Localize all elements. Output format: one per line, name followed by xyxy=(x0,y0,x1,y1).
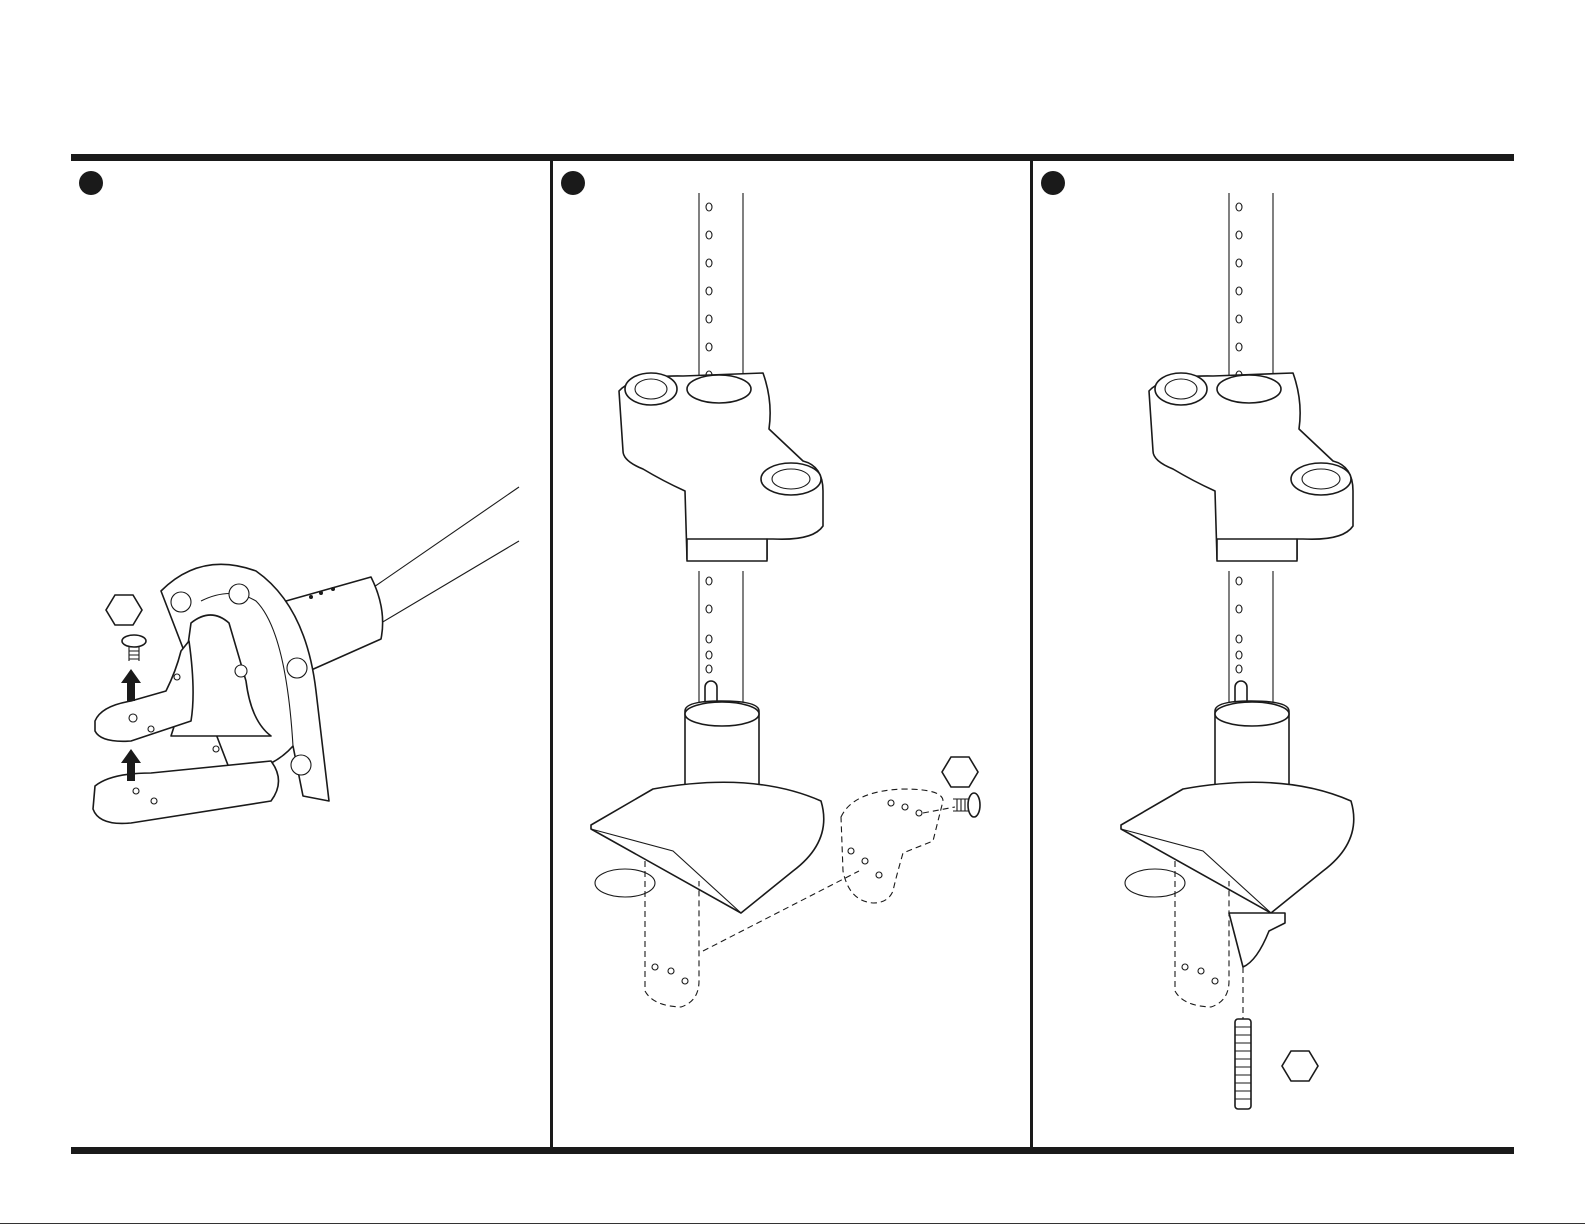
collar-clamp-icon xyxy=(619,373,823,561)
threaded-rod-illustration xyxy=(1033,161,1514,1147)
desk-clamp-illustration xyxy=(553,161,1030,1147)
hex-part-label xyxy=(942,757,978,787)
up-arrow-icon xyxy=(121,669,141,701)
desk-base-icon xyxy=(1121,701,1354,1019)
step-panel-2 xyxy=(553,161,1030,1147)
footer-line xyxy=(0,1223,1585,1224)
collar-clamp-icon xyxy=(1149,373,1353,561)
bottom-rule xyxy=(71,1147,1514,1154)
bracket-icon xyxy=(841,789,955,903)
step-panel-3 xyxy=(1033,161,1514,1147)
wall-plate-illustration xyxy=(71,161,550,1147)
hex-part-label xyxy=(106,595,142,625)
screw-icon xyxy=(953,793,980,817)
step-panel-1 xyxy=(71,161,550,1147)
top-rule xyxy=(71,154,1514,161)
threaded-rod-icon xyxy=(1235,1019,1251,1109)
pole-icon xyxy=(286,487,519,671)
screw-icon xyxy=(122,635,146,661)
desk-base-icon xyxy=(591,701,859,1007)
hex-part-label xyxy=(1282,1051,1318,1081)
